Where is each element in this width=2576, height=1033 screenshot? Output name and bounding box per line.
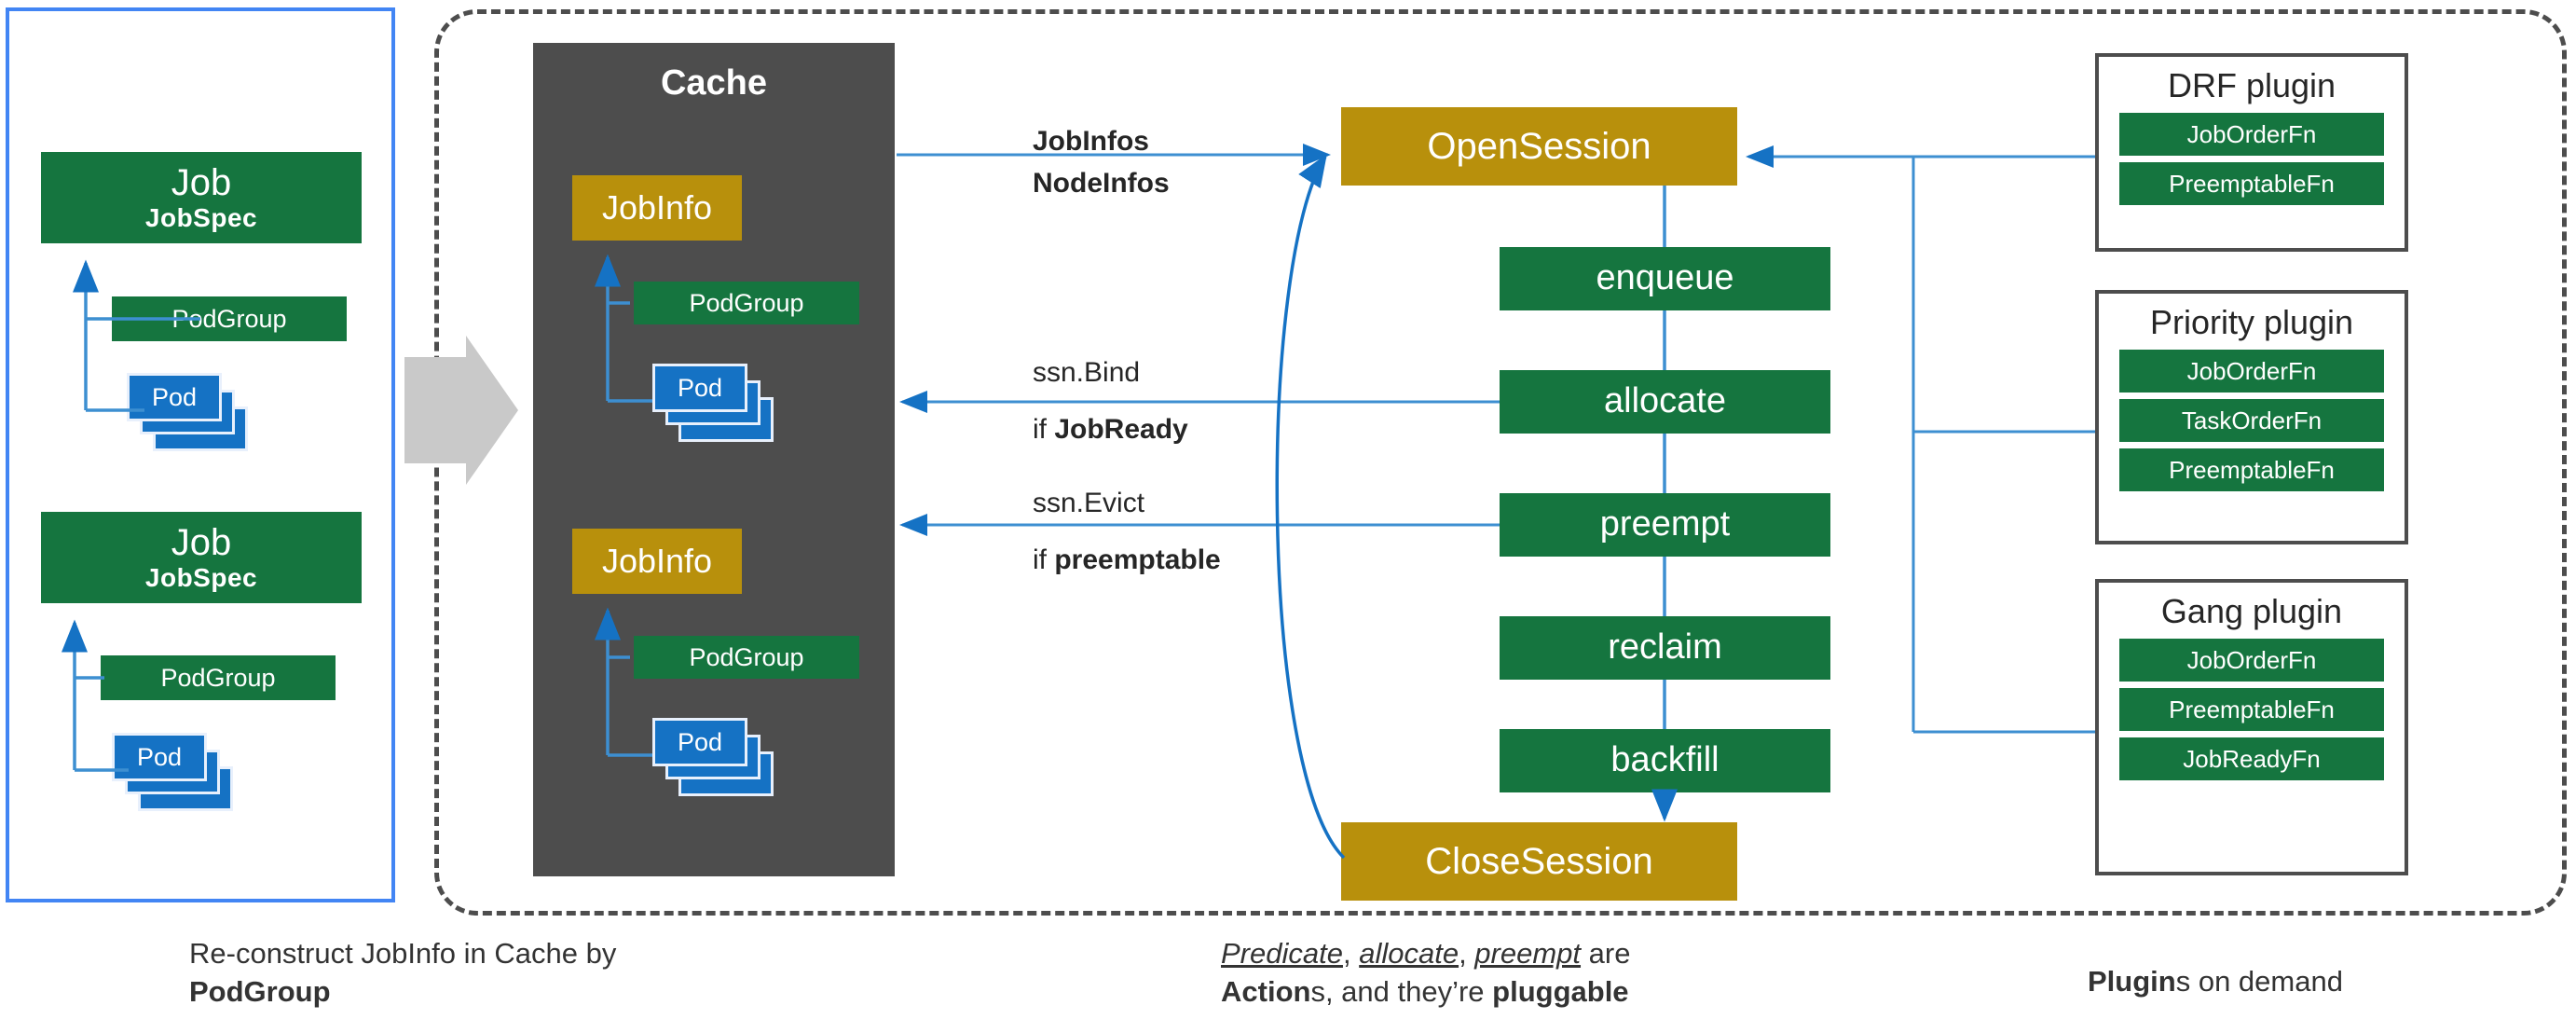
- plugin-title: Gang plugin: [2160, 592, 2343, 630]
- caption-right-rest: s on demand: [2175, 965, 2343, 998]
- plugin-fn-preemptablefn[interactable]: PreemptableFn: [2119, 448, 2384, 491]
- plugin-fn-preemptablefn[interactable]: PreemptableFn: [2119, 688, 2384, 731]
- caption-middle: Predicate, allocate, preempt are Actions…: [1221, 935, 1799, 1012]
- jobinfo-box-1[interactable]: JobInfo: [572, 175, 742, 241]
- close-session-box[interactable]: CloseSession: [1341, 822, 1737, 901]
- action-allocate: allocate: [1359, 937, 1459, 970]
- edge-label-ssn-bind: ssn.Bind: [1033, 357, 1141, 388]
- sep: ,: [1459, 937, 1475, 970]
- cache-pod-2[interactable]: Pod: [652, 718, 747, 766]
- plugin-card-drf[interactable]: DRF plugin JobOrderFn PreemptableFn: [2095, 53, 2408, 252]
- pluggable-bold: pluggable: [1492, 974, 1629, 1008]
- job-subtitle: JobSpec: [144, 563, 258, 593]
- preemptable-bold: preemptable: [1054, 544, 1221, 575]
- podgroup-box-2[interactable]: PodGroup: [101, 655, 336, 700]
- jobready-bold: JobReady: [1054, 414, 1188, 445]
- caption-left-bold: PodGroup: [189, 974, 331, 1008]
- action-box-backfill[interactable]: backfill: [1500, 729, 1830, 792]
- caption-right: Plugins on demand: [2088, 963, 2535, 1001]
- actions-bold: Action: [1221, 974, 1311, 1008]
- cache-pod-stack-1: Pod: [652, 364, 774, 451]
- job-box-2[interactable]: Job JobSpec: [41, 512, 362, 603]
- job-box-1[interactable]: Job JobSpec: [41, 152, 362, 243]
- job-title: Job: [171, 162, 232, 204]
- pod-box-2[interactable]: Pod: [112, 733, 207, 781]
- caption-left-line1: Re-construct JobInfo in Cache by: [189, 937, 617, 970]
- pod-stack-1: Pod: [127, 373, 248, 461]
- plugin-fn-joborderfn[interactable]: JobOrderFn: [2119, 639, 2384, 682]
- plugin-fn-joborderfn[interactable]: JobOrderFn: [2119, 113, 2384, 156]
- plugin-fn-joborderfn[interactable]: JobOrderFn: [2119, 350, 2384, 393]
- open-session-box[interactable]: OpenSession: [1341, 107, 1737, 186]
- action-predicate: Predicate: [1221, 937, 1343, 970]
- plugin-fn-preemptablefn[interactable]: PreemptableFn: [2119, 162, 2384, 205]
- action-box-preempt[interactable]: preempt: [1500, 493, 1830, 557]
- pod-box-1[interactable]: Pod: [127, 373, 222, 421]
- edge-label-if-preemptable: if preemptable: [1033, 544, 1221, 576]
- plugin-fn-jobreadyfn[interactable]: JobReadyFn: [2119, 737, 2384, 780]
- action-box-enqueue[interactable]: enqueue: [1500, 247, 1830, 310]
- cache-pod-stack-2: Pod: [652, 718, 774, 806]
- cache-podgroup-2[interactable]: PodGroup: [634, 636, 859, 679]
- job-title: Job: [171, 522, 232, 564]
- plugin-fn-taskorderfn[interactable]: TaskOrderFn: [2119, 399, 2384, 442]
- plugin-title: Priority plugin: [2149, 303, 2354, 341]
- edge-label-jobinfos: JobInfos: [1033, 126, 1149, 157]
- cache-pod-1[interactable]: Pod: [652, 364, 747, 412]
- cache-podgroup-1[interactable]: PodGroup: [634, 282, 859, 324]
- plugin-card-gang[interactable]: Gang plugin JobOrderFn PreemptableFn Job…: [2095, 579, 2408, 875]
- mid: s, and they’re: [1310, 974, 1493, 1008]
- jobinfo-box-2[interactable]: JobInfo: [572, 529, 742, 594]
- cache-title: Cache: [660, 63, 768, 103]
- action-preempt: preempt: [1474, 937, 1582, 970]
- edge-label-if-jobready: if JobReady: [1033, 414, 1188, 446]
- if-prefix: if: [1033, 414, 1055, 445]
- action-box-reclaim[interactable]: reclaim: [1500, 616, 1830, 680]
- tail: are: [1581, 937, 1631, 970]
- caption-middle-line1: Predicate, allocate, preempt are: [1221, 935, 1799, 973]
- caption-right-bold: Plugin: [2088, 965, 2176, 998]
- job-subtitle: JobSpec: [144, 203, 258, 233]
- caption-left: Re-construct JobInfo in Cache by PodGrou…: [189, 935, 767, 1012]
- plugin-card-priority[interactable]: Priority plugin JobOrderFn TaskOrderFn P…: [2095, 290, 2408, 544]
- podgroup-box-1[interactable]: PodGroup: [112, 296, 347, 341]
- pod-stack-2: Pod: [112, 733, 233, 820]
- edge-label-nodeinfos: NodeInfos: [1033, 168, 1170, 199]
- action-box-allocate[interactable]: allocate: [1500, 370, 1830, 434]
- sep: ,: [1342, 937, 1360, 970]
- plugin-title: DRF plugin: [2167, 66, 2336, 104]
- edge-label-ssn-evict: ssn.Evict: [1033, 488, 1145, 518]
- caption-middle-line2: Actions, and they’re pluggable: [1221, 973, 1799, 1012]
- if-prefix: if: [1033, 544, 1055, 575]
- caption-left-line2: PodGroup: [189, 973, 767, 1012]
